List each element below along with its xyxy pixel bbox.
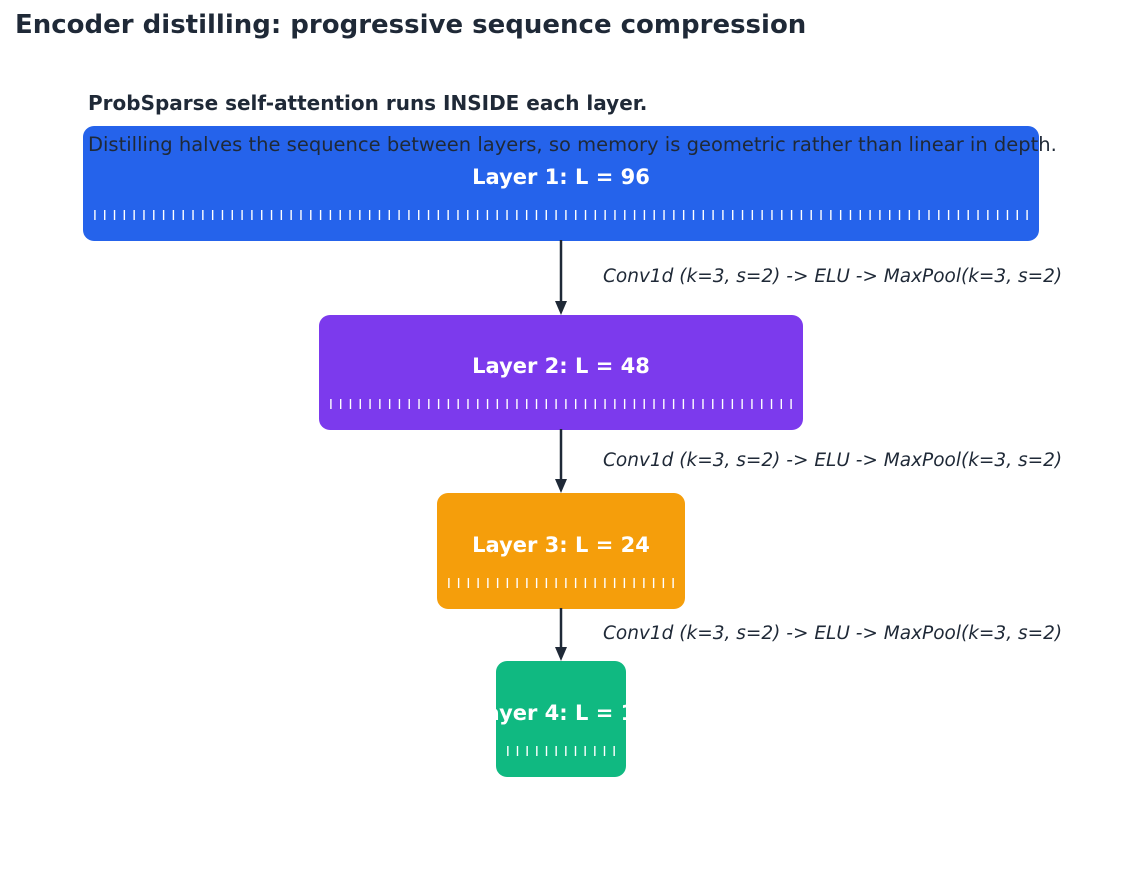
layer-2-label: Layer 2: L = 48	[472, 354, 650, 378]
layer-2-box	[319, 315, 803, 430]
layer-1-ticks	[94, 210, 1028, 220]
layer-4-label: Layer 4: L = 12	[496, 701, 626, 725]
down-arrow-icon	[555, 240, 567, 315]
diagram-title: Encoder distilling: progressive sequence…	[15, 10, 807, 40]
layer-4-box: Layer 4: L = 12	[496, 661, 626, 777]
layer-3-box	[437, 493, 685, 609]
transition-1-label: Conv1d (k=3, s=2) -> ELU -> MaxPool(k=3,…	[603, 266, 1063, 287]
layer-3-ticks	[448, 578, 674, 588]
layer-3-label: Layer 3: L = 24	[472, 533, 650, 557]
transition-3-label: Conv1d (k=3, s=2) -> ELU -> MaxPool(k=3,…	[603, 623, 1063, 644]
layer-4-ticks	[507, 746, 615, 756]
transition-2-label: Conv1d (k=3, s=2) -> ELU -> MaxPool(k=3,…	[603, 450, 1063, 471]
subtitle-bold: ProbSparse self-attention runs INSIDE ea…	[88, 91, 648, 115]
layer-2-ticks	[330, 399, 792, 409]
layer-1-label: Layer 1: L = 96	[472, 165, 650, 189]
down-arrow-icon	[555, 429, 567, 493]
layer-1-box	[83, 126, 1039, 241]
down-arrow-icon	[555, 608, 567, 661]
subtitle: Distilling halves the sequence between l…	[88, 133, 1057, 156]
